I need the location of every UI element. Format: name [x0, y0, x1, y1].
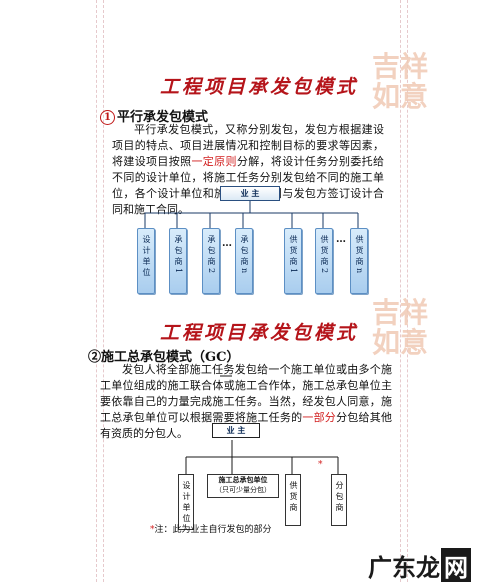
diagram1-box-contractor-1: 承包商1: [169, 228, 187, 294]
section1-paragraph-a: 平行承发包模式，又称分别发包，发包方根据建设项目的特点、项目进展情况和控制目标的…: [112, 123, 384, 168]
diagram1-ellipsis-suppliers: …: [336, 234, 347, 245]
section1-title-text: 平行承发包模式: [117, 110, 209, 125]
diagram2-supplier-box: 供货商: [285, 474, 301, 526]
note-star: *: [150, 525, 155, 535]
diagram1-box-supplier-1: 供货商1: [284, 228, 302, 294]
section2-number: ②: [88, 350, 102, 365]
diagram1-box-supplier-n: 供货商n: [350, 228, 368, 294]
section2-paragraph-a: 发包人将全部施工任务发包给一个施工单位或由多个施工单位组成的施工联合体或施工合作…: [100, 363, 392, 424]
diagram1-box-contractor-2: 承包商2: [202, 228, 220, 294]
section2-paragraph-highlight: 一部分: [302, 411, 337, 424]
diagram2-gc-box: 施工总承包单位 （只可少量分包）: [207, 474, 279, 498]
section1-paragraph-b: 分解，将设计任务分别委托给不同的设计单位，将施工任务分别发包给不同的施工单位，各…: [112, 155, 385, 216]
headline-1: 工程项目承发包模式: [160, 76, 359, 98]
bg-stripe: [96, 0, 98, 582]
watermark-logo: 广东龙网: [368, 548, 471, 582]
section2-paragraph-b: 分包给其他有资质的分包人。: [100, 411, 393, 440]
seal-decoration-2: 吉祥如意: [371, 296, 428, 359]
diagram2-note: *注：此为业主自行发包的部分: [150, 522, 272, 535]
diagram1-box-supplier-2: 供货商2: [315, 228, 333, 294]
diagram2-sub-box: 分包商: [331, 474, 347, 526]
bg-stripe: [400, 0, 402, 582]
diagram2-owner-box: 业 主: [212, 423, 260, 438]
section2-title-text: 施工总承包模式（GC）: [101, 350, 240, 365]
note-text: 注：此为业主自行发包的部分: [154, 525, 272, 535]
section2-paragraph: 发包人将全部施工任务发包给一个施工单位或由多个施工单位组成的施工联合体或施工合作…: [100, 362, 392, 442]
diagram2-star: *: [318, 460, 323, 470]
watermark-text-a: 广东龙: [368, 554, 440, 582]
diagram1-box-contractor-n: 承包商n: [235, 228, 253, 294]
diagram1-owner-box: 业 主: [220, 186, 280, 201]
headline-2: 工程项目承发包模式: [160, 322, 359, 344]
diagram1-ellipsis-contractors: …: [222, 238, 233, 249]
watermark-text-b: 网: [441, 548, 471, 582]
diagram1-box-designer: 设计单位: [137, 228, 155, 294]
section1-paragraph: 平行承发包模式，又称分别发包，发包方根据建设项目的特点、项目进展情况和控制目标的…: [112, 122, 384, 218]
bg-stripe: [103, 0, 105, 582]
diagram2-gc-line1: 施工总承包单位: [218, 475, 268, 484]
section1-paragraph-highlight: 一定原则: [191, 155, 237, 168]
seal-decoration-1: 吉祥如意: [371, 50, 428, 113]
diagram2-gc-line2: （只可少量分包）: [215, 486, 271, 494]
bg-stripe: [407, 0, 409, 582]
section1-number: 1: [100, 110, 115, 125]
section2-title: ②施工总承包模式（GC）: [88, 346, 239, 365]
diagram2-designer-box: 设计单位: [178, 474, 194, 530]
